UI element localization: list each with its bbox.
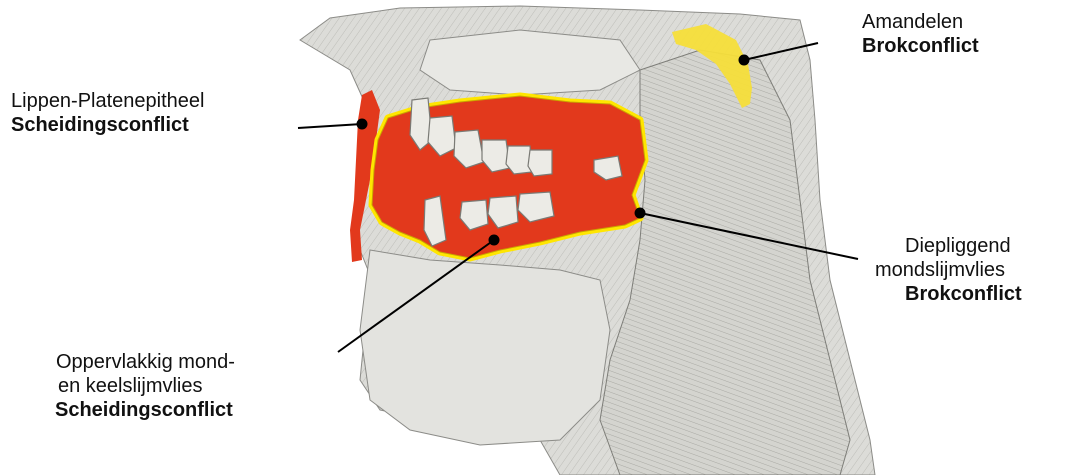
lips-label: Lippen-Platenepitheel Scheidingsconflict bbox=[11, 89, 205, 137]
surface-mucosa-label: Oppervlakkig mond- en keelslijmvlies Sch… bbox=[56, 350, 235, 422]
lips-leader-line bbox=[298, 124, 362, 128]
lower-jaw bbox=[360, 250, 610, 445]
surface-mucosa-label-name-1: Oppervlakkig mond- bbox=[56, 350, 235, 374]
lips-label-conflict: Scheidingsconflict bbox=[11, 113, 205, 137]
surface-mucosa-label-name-2: en keelslijmvlies bbox=[58, 374, 235, 398]
deep-mucosa-label: Diepliggend mondslijmvlies Brokconflict bbox=[905, 234, 1022, 306]
deep-mucosa-label-name-1: Diepliggend bbox=[905, 234, 1022, 258]
lips-label-name: Lippen-Platenepitheel bbox=[11, 89, 205, 113]
tonsils-leader-dot bbox=[740, 56, 749, 65]
lips-leader-dot bbox=[358, 120, 367, 129]
nasal-region bbox=[420, 30, 640, 95]
tonsils-label: Amandelen Brokconflict bbox=[862, 10, 979, 58]
surface-mucosa-label-conflict: Scheidingsconflict bbox=[55, 398, 235, 422]
tonsils-label-conflict: Brokconflict bbox=[862, 34, 979, 58]
deep-mucosa-label-name-2: mondslijmvlies bbox=[875, 258, 1022, 282]
tonsils-label-name: Amandelen bbox=[862, 10, 979, 34]
surface-mucosa-leader-dot bbox=[490, 236, 499, 245]
deep-mucosa-leader-dot bbox=[636, 209, 645, 218]
deep-mucosa-label-conflict: Brokconflict bbox=[905, 282, 1022, 306]
